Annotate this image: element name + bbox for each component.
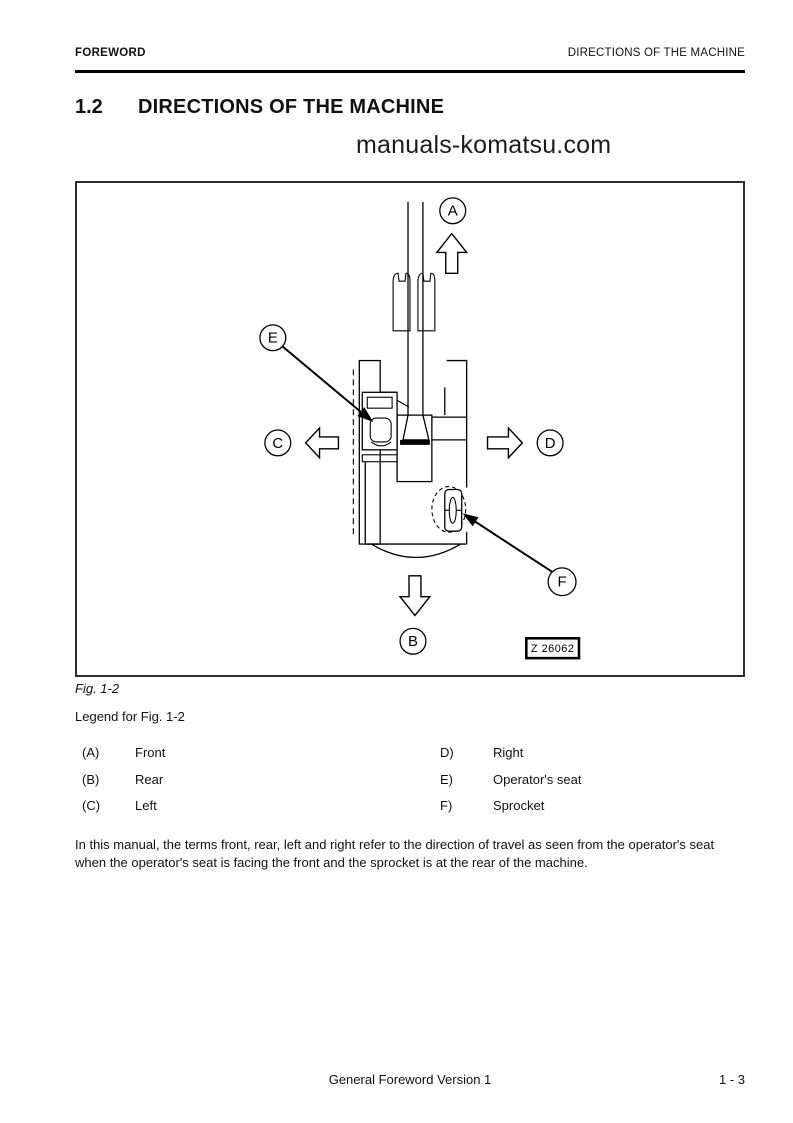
boom-mount-bar bbox=[400, 439, 430, 445]
seat-leader-line bbox=[282, 345, 363, 414]
body-bottom bbox=[364, 461, 467, 545]
seat-front-edge bbox=[370, 441, 392, 447]
legend-value: Operator's seat bbox=[493, 771, 582, 787]
legend-key: E) bbox=[440, 771, 453, 787]
seat-leader-arrowhead bbox=[357, 407, 374, 423]
drawing-code-box: Z 26062 bbox=[525, 637, 581, 660]
right-track bbox=[444, 359, 468, 545]
right-direction-arrow bbox=[486, 426, 524, 460]
label-rear: B bbox=[399, 627, 427, 655]
figure-caption: Fig. 1-2 bbox=[75, 681, 120, 696]
operator-seat bbox=[369, 417, 392, 443]
body-paragraph: In this manual, the terms front, rear, l… bbox=[75, 837, 715, 870]
legend-value: Right bbox=[493, 745, 524, 760]
sprocket-leader-arrowhead bbox=[462, 513, 479, 527]
legend-key: (A) bbox=[82, 745, 100, 760]
label-left-letter: C bbox=[272, 436, 283, 452]
label-right-letter: D bbox=[545, 436, 556, 452]
label-seat-letter: E bbox=[268, 331, 278, 347]
drawing-code: Z 26062 bbox=[531, 643, 575, 655]
boom-foot bbox=[402, 414, 430, 441]
label-rear-letter: B bbox=[408, 634, 418, 650]
legend-value: Sprocket bbox=[493, 798, 545, 814]
legend-key: F) bbox=[440, 798, 453, 814]
sprocket-leader-line bbox=[474, 520, 553, 573]
counterweight-arc bbox=[370, 543, 462, 559]
legend-heading: Legend for Fig. 1-2 bbox=[75, 709, 185, 724]
watermark-text: manuals-komatsu.com bbox=[356, 131, 612, 159]
label-sprocket-letter: F bbox=[558, 575, 567, 591]
legend-column-left: (A) Front (B) Rear (C) Left bbox=[82, 740, 165, 820]
legend-key: (B) bbox=[82, 771, 100, 787]
figure-1-2-drawing: A B C D E F bbox=[259, 197, 581, 660]
label-left: C bbox=[264, 429, 292, 457]
cab bbox=[361, 391, 398, 451]
legend-value: Front bbox=[135, 745, 166, 760]
legend-row-c: (C) Left bbox=[82, 793, 165, 820]
cab-detail-line bbox=[396, 399, 410, 408]
rear-direction-arrow bbox=[398, 575, 432, 617]
boom-lines bbox=[407, 201, 424, 416]
legend-row-f: F) Sprocket bbox=[440, 793, 581, 820]
legend-row-a: (A) Front bbox=[82, 740, 165, 767]
label-seat: E bbox=[259, 324, 287, 352]
legend-column-right: D) Right E) Operator's seat F) Sprocket bbox=[440, 740, 581, 820]
label-right: D bbox=[536, 429, 564, 457]
header-section-title: FOREWORD bbox=[75, 47, 146, 59]
legend-value: Rear bbox=[135, 771, 164, 787]
bucket-right-plate bbox=[417, 272, 436, 332]
section-title: 1.2 DIRECTIONS OF THE MACHINE bbox=[75, 96, 745, 119]
legend-value: Left bbox=[135, 798, 157, 814]
label-sprocket: F bbox=[547, 567, 577, 597]
page-title: DIRECTIONS OF THE MACHINE bbox=[138, 96, 445, 118]
header-chapter-title: DIRECTIONS OF THE MACHINE bbox=[567, 47, 745, 59]
legend-row-d: D) Right bbox=[440, 740, 581, 767]
legend-row-e: E) Operator's seat bbox=[440, 767, 581, 794]
label-front: A bbox=[439, 197, 467, 225]
sprocket-hub bbox=[448, 496, 457, 524]
legend-key: (C) bbox=[82, 798, 101, 814]
legend-row-b: (B) Rear bbox=[82, 767, 165, 794]
sprocket-housing bbox=[431, 485, 467, 533]
legend-key: D) bbox=[440, 745, 454, 760]
front-direction-arrow bbox=[435, 232, 469, 274]
excavator-top-view bbox=[352, 201, 468, 559]
header-rule bbox=[75, 70, 745, 73]
footer-document-title: General Foreword Version 1 bbox=[328, 1072, 492, 1087]
figure-frame: A B C D E F bbox=[75, 181, 745, 677]
bucket-left-plate bbox=[392, 272, 411, 332]
left-track bbox=[358, 359, 381, 545]
left-direction-arrow bbox=[304, 426, 340, 460]
cab-window bbox=[366, 396, 393, 409]
footer-page-number: 1 - 3 bbox=[718, 1072, 745, 1087]
label-front-letter: A bbox=[448, 204, 458, 220]
cab-step bbox=[361, 454, 398, 463]
section-number: 1.2 bbox=[75, 96, 103, 118]
